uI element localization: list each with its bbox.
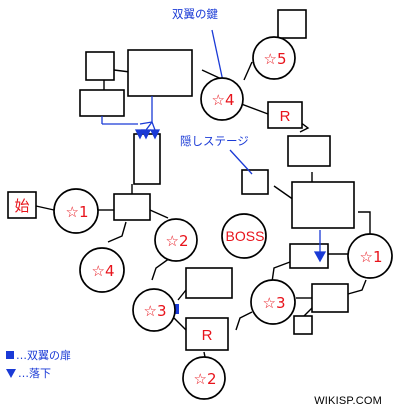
stage-circle bbox=[250, 279, 296, 325]
legend-fall-label: …落下 bbox=[18, 367, 51, 380]
start-box bbox=[7, 191, 37, 219]
fall-arrow-icon bbox=[140, 129, 152, 140]
stage-circle bbox=[53, 188, 99, 234]
hidden-stage-annotation: 隠しステージ bbox=[180, 134, 249, 148]
r-box-bottom bbox=[185, 317, 229, 351]
room-box bbox=[79, 89, 125, 117]
room-box bbox=[293, 315, 313, 335]
stage-label-star2-bottom: ☆2 bbox=[194, 370, 217, 388]
room-box bbox=[85, 51, 115, 81]
stage-circle bbox=[154, 218, 198, 262]
stage-circles bbox=[53, 36, 393, 400]
room-box bbox=[277, 9, 307, 39]
stage-circle bbox=[79, 247, 125, 293]
r-top-label: R bbox=[280, 108, 291, 125]
fall-arrow-icon bbox=[149, 129, 161, 140]
stage-label-star3-right: ☆3 bbox=[263, 294, 286, 312]
stage-label-star4-top: ☆4 bbox=[212, 91, 235, 109]
legend-door-label: …双翼の扉 bbox=[16, 349, 71, 362]
room-box bbox=[241, 169, 269, 195]
fall-arrow-icon bbox=[134, 129, 146, 140]
room-box bbox=[133, 133, 161, 185]
room-box bbox=[311, 283, 349, 313]
r-bottom-label: R bbox=[202, 327, 213, 344]
stage-label-star1-right: ☆1 bbox=[360, 248, 383, 266]
legend-door: …双翼の扉 bbox=[6, 347, 71, 363]
watermark: WIKISP.COM bbox=[314, 395, 382, 407]
stage-circle bbox=[252, 36, 296, 80]
stage-circle bbox=[132, 288, 176, 332]
stage-circle bbox=[221, 213, 267, 259]
fall-arrows bbox=[101, 29, 327, 263]
legend-fall: …落下 bbox=[6, 365, 51, 381]
stage-circle bbox=[347, 233, 393, 279]
stage-label-star3-left: ☆3 bbox=[144, 302, 167, 320]
stage-label-star2-mid: ☆2 bbox=[166, 232, 189, 250]
room-box bbox=[289, 243, 329, 269]
stage-label-star4-left: ☆4 bbox=[92, 262, 115, 280]
room-box bbox=[127, 49, 193, 97]
stage-circle bbox=[200, 77, 244, 121]
stage-label-star1-left: ☆1 bbox=[66, 203, 89, 221]
stage-labels: ☆1 ☆4 ☆2 BOSS ☆3 ☆2 ☆3 ☆1 ☆4 ☆5 bbox=[66, 50, 383, 388]
room-box bbox=[113, 193, 151, 221]
stage-label-boss: BOSS bbox=[226, 228, 265, 244]
r-box-top bbox=[267, 101, 303, 129]
twin-wing-key-annotation: 双翼の鍵 bbox=[172, 7, 218, 21]
stage-circle bbox=[182, 356, 226, 400]
room-box bbox=[185, 267, 233, 299]
start-label: 始 bbox=[14, 197, 29, 215]
room-boxes bbox=[79, 9, 355, 335]
fall-arrow-icon bbox=[313, 251, 327, 263]
room-box bbox=[287, 135, 331, 167]
room-box bbox=[291, 181, 355, 229]
down-triangle-icon bbox=[6, 368, 16, 378]
stage-label-star5: ☆5 bbox=[264, 50, 287, 68]
door-square-icon bbox=[6, 351, 14, 359]
